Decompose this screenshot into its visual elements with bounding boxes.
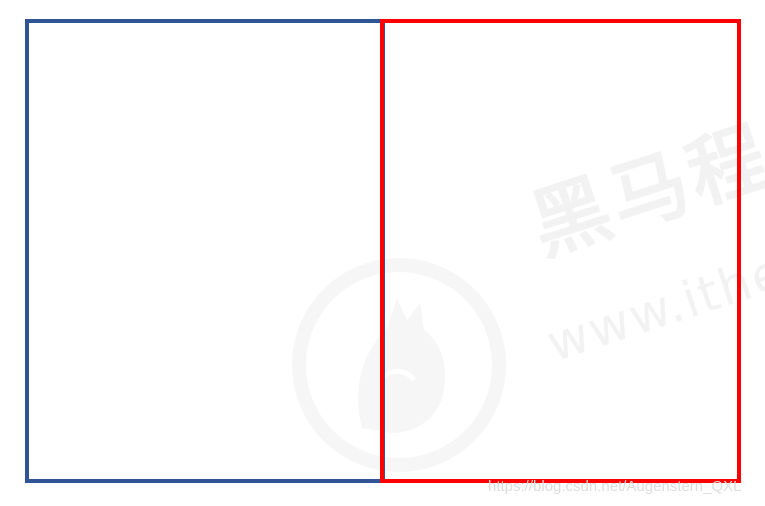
horse-logo-watermark-icon: [292, 258, 506, 472]
credit-watermark-text: https://blog.csdn.net/Augenstern_QXL: [488, 478, 742, 495]
blue-box: [25, 19, 385, 483]
red-box: [380, 19, 741, 483]
